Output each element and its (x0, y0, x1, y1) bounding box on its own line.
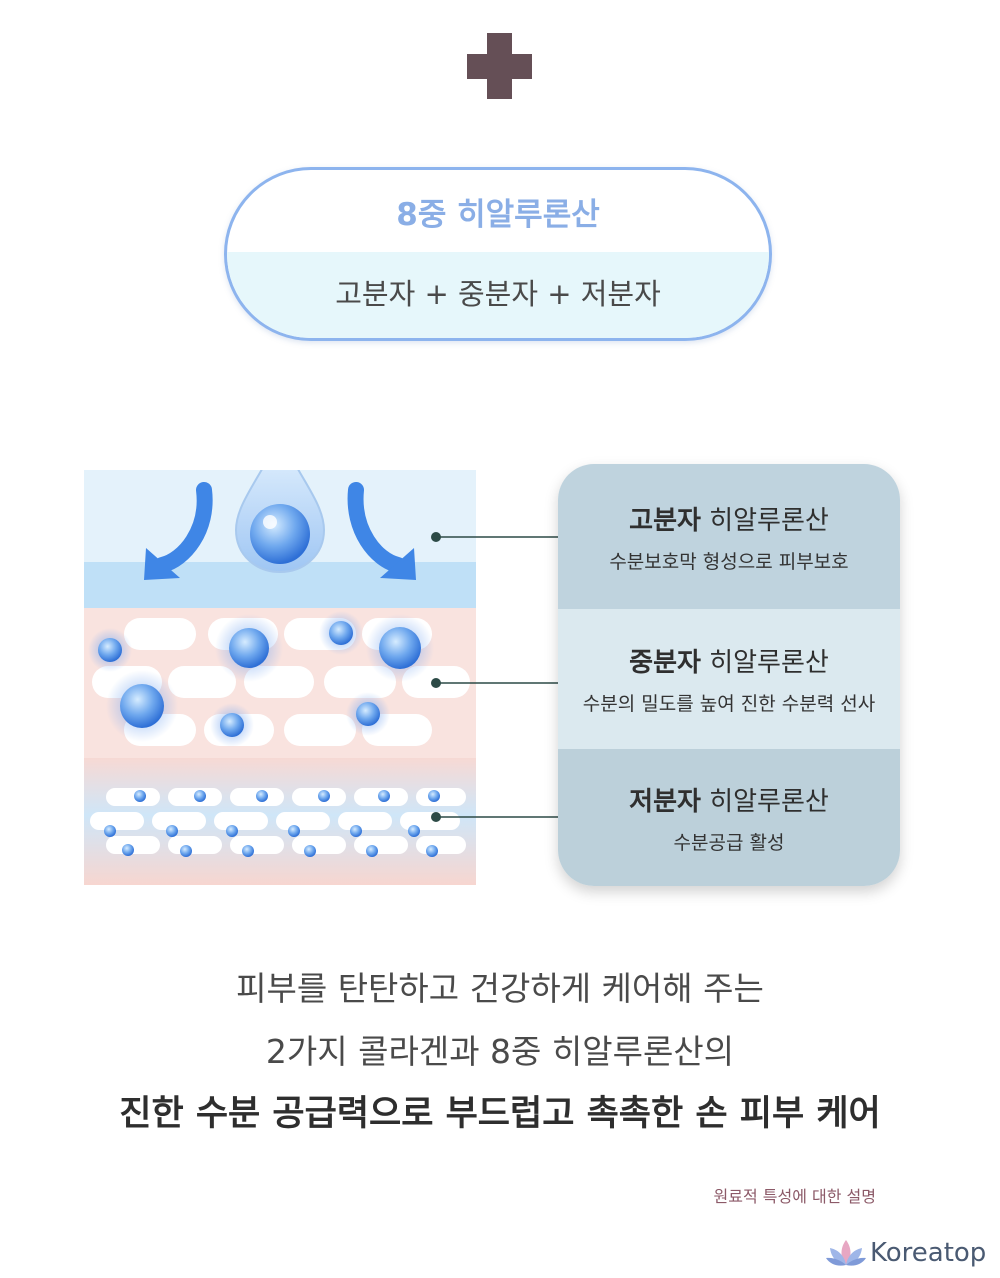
layer-desc: 수분보호막 형성으로 피부보호 (609, 550, 849, 573)
hyaluronic-pill: 8중 히알루론산 고분자 + 중분자 + 저분자 (224, 167, 772, 341)
caption-line-1: 피부를 탄탄하고 건강하게 케어해 주는 (236, 969, 764, 1008)
layer-title-bold: 고분자 (629, 505, 701, 536)
layer-title-rest: 히알루론산 (700, 786, 829, 817)
layer-title-rest: 히알루론산 (700, 505, 829, 536)
layer-desc: 수분공급 활성 (673, 831, 785, 854)
caption-line-3: 진한 수분 공급력으로 부드럽고 촉촉한 손 피부 케어 (119, 1094, 881, 1134)
pill-subtitle: 고분자 + 중분자 + 저분자 (227, 252, 769, 338)
connector-lines (436, 536, 560, 818)
caption-line-2: 2가지 콜라겐과 8중 히알루론산의 (265, 1032, 735, 1071)
layer-title-rest: 히알루론산 (700, 648, 829, 678)
layer-desc: 수분의 밀도를 높여 진한 수분력 선사 (582, 693, 876, 715)
layer-mid-molecular: 중분자 히알루론산 수분의 밀도를 높여 진한 수분력 선사 (558, 609, 900, 749)
lotus-icon (826, 1240, 866, 1266)
layer-info-panel: 고분자 히알루론산 수분보호막 형성으로 피부보호 중분자 히알루론산 수분의 … (558, 464, 900, 886)
logo-text: Koreatop (870, 1238, 987, 1268)
koreatop-logo: Koreatop (826, 1235, 986, 1271)
layer-title-bold: 저분자 (629, 786, 701, 817)
footnote: 원료적 특성에 대한 설명 (713, 1187, 876, 1206)
skin-layer-illustration (84, 470, 476, 885)
layer-low-molecular: 저분자 히알루론산 수분공급 활성 (558, 749, 900, 886)
layer-title-bold: 중분자 (629, 648, 701, 678)
plus-icon-bar (467, 54, 532, 79)
layer-high-molecular: 고분자 히알루론산 수분보호막 형성으로 피부보호 (558, 464, 900, 609)
pill-title: 8중 히알루론산 (396, 196, 600, 233)
